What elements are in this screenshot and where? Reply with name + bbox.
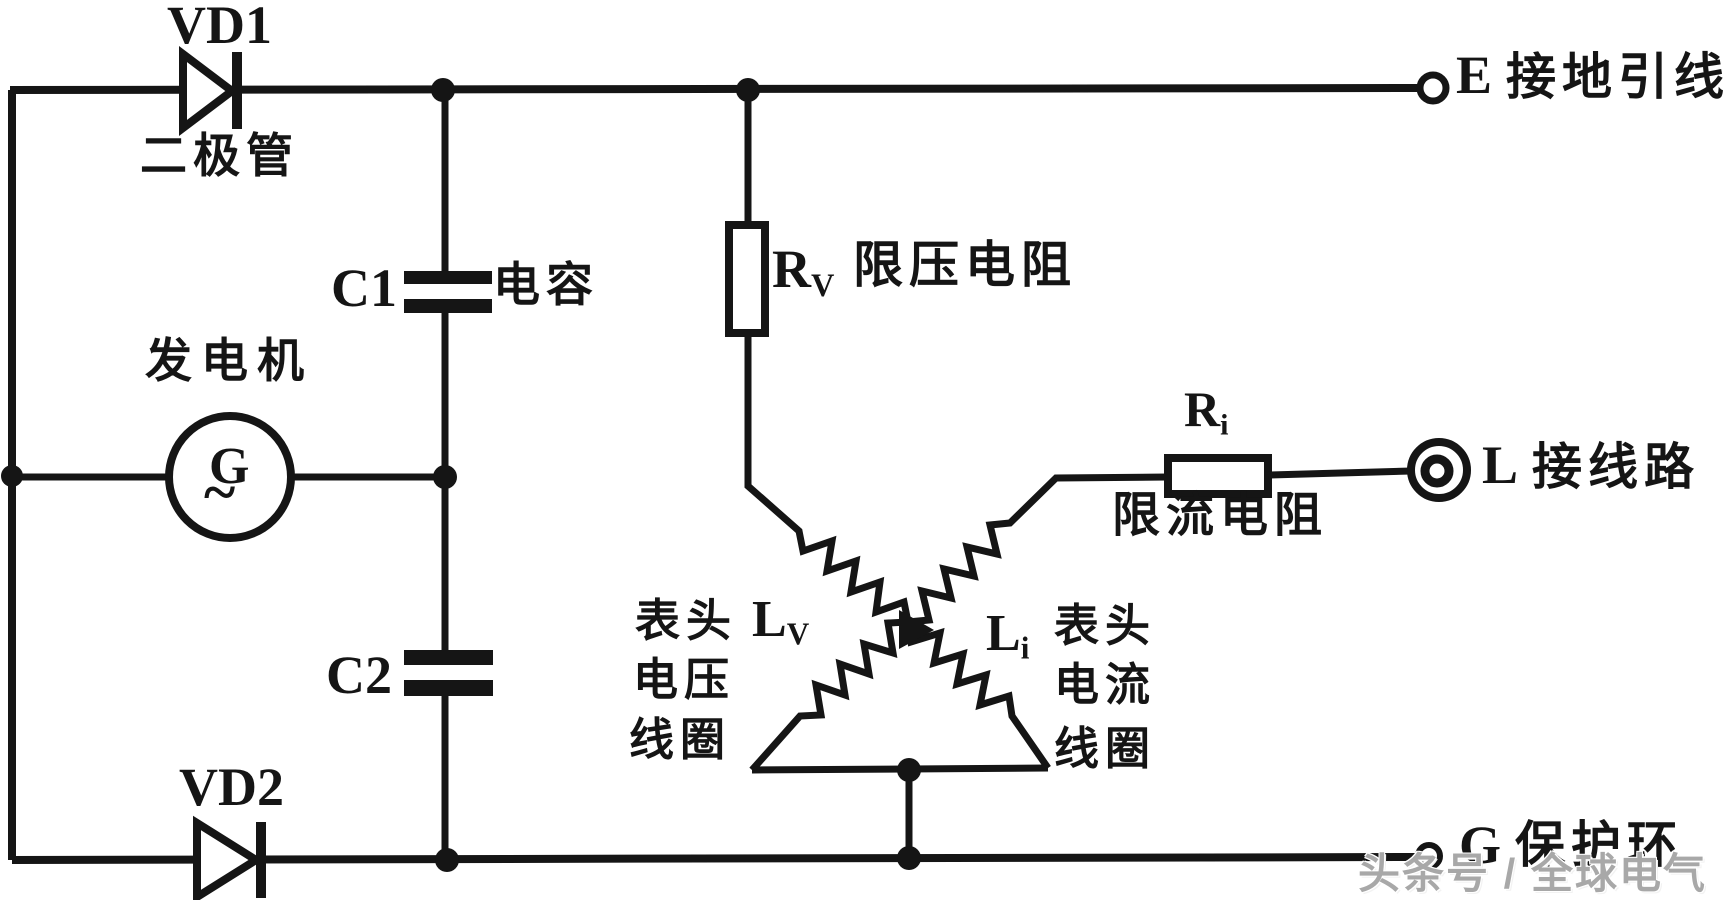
watermark-text: 头条号 / 全球电气资源 (1358, 850, 1708, 897)
terminal-g-id: G (1459, 815, 1502, 875)
coil-li-caption-line1: 表头 (1054, 601, 1157, 651)
diode-vd1-symbol (179, 45, 242, 137)
c1-ref-label: C1 (331, 258, 397, 318)
rv-ref-sub: V (811, 268, 835, 305)
capacitor-c2-symbol (404, 477, 493, 860)
coil-lv-caption-line3: 线圈 (629, 715, 732, 765)
rv-ref-base: R (772, 239, 811, 299)
generator-wave-icon: ~ (204, 459, 236, 525)
coil-lv-caption-line1: 表头 (635, 596, 738, 646)
coil-li-caption-line3: 线圈 (1054, 724, 1157, 774)
ri-name-label: 限流电阻 (1112, 489, 1329, 542)
c2-ref-label: C2 (326, 645, 392, 705)
coil-lv-symbol (744, 333, 1051, 770)
terminal-e-circle (1416, 71, 1450, 105)
coil-lv-caption-line2: 电压 (633, 655, 736, 705)
generator-name-label: 发电机 (145, 336, 313, 388)
coil-li-ref-sub: i (1020, 630, 1030, 666)
terminal-g-name: 保护环 (1515, 817, 1684, 873)
terminal-e-name: 接地引线 (1506, 49, 1731, 105)
generator-symbol (12, 412, 445, 542)
wire-top (9, 84, 1421, 94)
ri-ref-label: Ri (1184, 384, 1228, 440)
pointer-arrow-icon (899, 610, 934, 649)
terminal-l-circle (1407, 438, 1471, 502)
junction-dots (1, 78, 921, 872)
c1-name-label: 电容 (493, 260, 599, 312)
coil-lv-ref-label: LV (752, 594, 809, 650)
diode-vd2-symbol (193, 815, 266, 900)
terminal-l-name: 接线路 (1532, 439, 1701, 495)
coil-li-symbol (749, 473, 1169, 773)
coil-baseline-wire (751, 764, 1049, 858)
ri-ref-base: R (1184, 381, 1221, 437)
rv-name-label: 限压电阻 (853, 237, 1077, 293)
ri-ref-sub: i (1220, 408, 1229, 442)
coil-li-ref-label: Li (986, 608, 1029, 664)
generator-letter: G (209, 438, 250, 495)
coil-lv-ref-sub: V (786, 616, 810, 652)
coil-lv-ref-base: L (752, 591, 787, 648)
rv-ref-label: RV (772, 242, 834, 302)
resistor-rv-symbol (725, 90, 769, 337)
capacitor-c1-symbol (404, 90, 492, 477)
vd2-ref-label: VD2 (179, 757, 284, 817)
resistor-ri-symbol (1164, 454, 1412, 498)
vd1-ref-label: VD1 (167, 0, 272, 55)
coil-li-caption-line2: 电流 (1054, 660, 1157, 710)
vd1-name-label: 二极管 (140, 131, 299, 183)
terminal-e-id: E (1456, 45, 1493, 105)
terminal-g-circle (1415, 842, 1443, 870)
terminal-l-id: L (1482, 435, 1519, 495)
coil-li-ref-base: L (986, 605, 1021, 662)
